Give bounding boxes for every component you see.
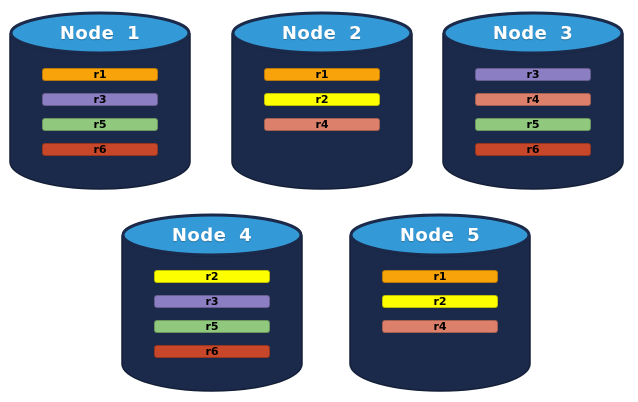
replica-bar-r4: r4 bbox=[475, 93, 591, 106]
replica-label: r1 bbox=[315, 68, 329, 81]
replica-bar-r6: r6 bbox=[475, 143, 591, 156]
replica-list: r1 r2 r4 bbox=[382, 270, 498, 345]
replica-label: r5 bbox=[93, 118, 107, 131]
replica-label: r6 bbox=[526, 143, 540, 156]
replica-bar-r2: r2 bbox=[154, 270, 270, 283]
replica-bar-r5: r5 bbox=[42, 118, 158, 131]
replica-label: r3 bbox=[93, 93, 107, 106]
replica-label: r6 bbox=[93, 143, 107, 156]
replica-list: r1 r3 r5 r6 bbox=[42, 68, 158, 168]
node-cylinder-2: Node 2 r1 r2 r4 bbox=[230, 10, 414, 192]
replica-label: r1 bbox=[93, 68, 107, 81]
node-cylinder-4: Node 4 r2 r3 r5 r6 bbox=[120, 212, 304, 394]
replica-bar-r3: r3 bbox=[154, 295, 270, 308]
replica-bar-r1: r1 bbox=[42, 68, 158, 81]
replica-bar-r4: r4 bbox=[264, 118, 380, 131]
replica-label: r4 bbox=[433, 320, 447, 333]
replica-list: r3 r4 r5 r6 bbox=[475, 68, 591, 168]
replica-bar-r2: r2 bbox=[264, 93, 380, 106]
replica-bar-r1: r1 bbox=[382, 270, 498, 283]
replica-bar-r3: r3 bbox=[42, 93, 158, 106]
replica-label: r4 bbox=[315, 118, 329, 131]
replica-label: r6 bbox=[205, 345, 219, 358]
node-cylinder-5: Node 5 r1 r2 r4 bbox=[348, 212, 532, 394]
replica-bar-r4: r4 bbox=[382, 320, 498, 333]
replica-bar-r5: r5 bbox=[154, 320, 270, 333]
replica-label: r3 bbox=[205, 295, 219, 308]
replica-bar-r6: r6 bbox=[154, 345, 270, 358]
replica-label: r4 bbox=[526, 93, 540, 106]
node-cylinder-1: Node 1 r1 r3 r5 r6 bbox=[8, 10, 192, 192]
node-title: Node 5 bbox=[399, 225, 481, 246]
replica-list: r2 r3 r5 r6 bbox=[154, 270, 270, 370]
replica-label: r2 bbox=[433, 295, 447, 308]
node-title: Node 4 bbox=[171, 225, 253, 246]
replica-label: r3 bbox=[526, 68, 540, 81]
replica-bar-r2: r2 bbox=[382, 295, 498, 308]
replica-bar-r6: r6 bbox=[42, 143, 158, 156]
replica-bar-r3: r3 bbox=[475, 68, 591, 81]
node-title: Node 2 bbox=[281, 23, 363, 44]
node-title: Node 3 bbox=[492, 23, 574, 44]
replica-label: r5 bbox=[526, 118, 540, 131]
replica-bar-r5: r5 bbox=[475, 118, 591, 131]
node-cylinder-3: Node 3 r3 r4 r5 r6 bbox=[441, 10, 625, 192]
replica-label: r2 bbox=[315, 93, 329, 106]
replica-list: r1 r2 r4 bbox=[264, 68, 380, 143]
replica-label: r2 bbox=[205, 270, 219, 283]
replica-bar-r1: r1 bbox=[264, 68, 380, 81]
replica-label: r5 bbox=[205, 320, 219, 333]
replica-label: r1 bbox=[433, 270, 447, 283]
node-title: Node 1 bbox=[59, 23, 141, 44]
